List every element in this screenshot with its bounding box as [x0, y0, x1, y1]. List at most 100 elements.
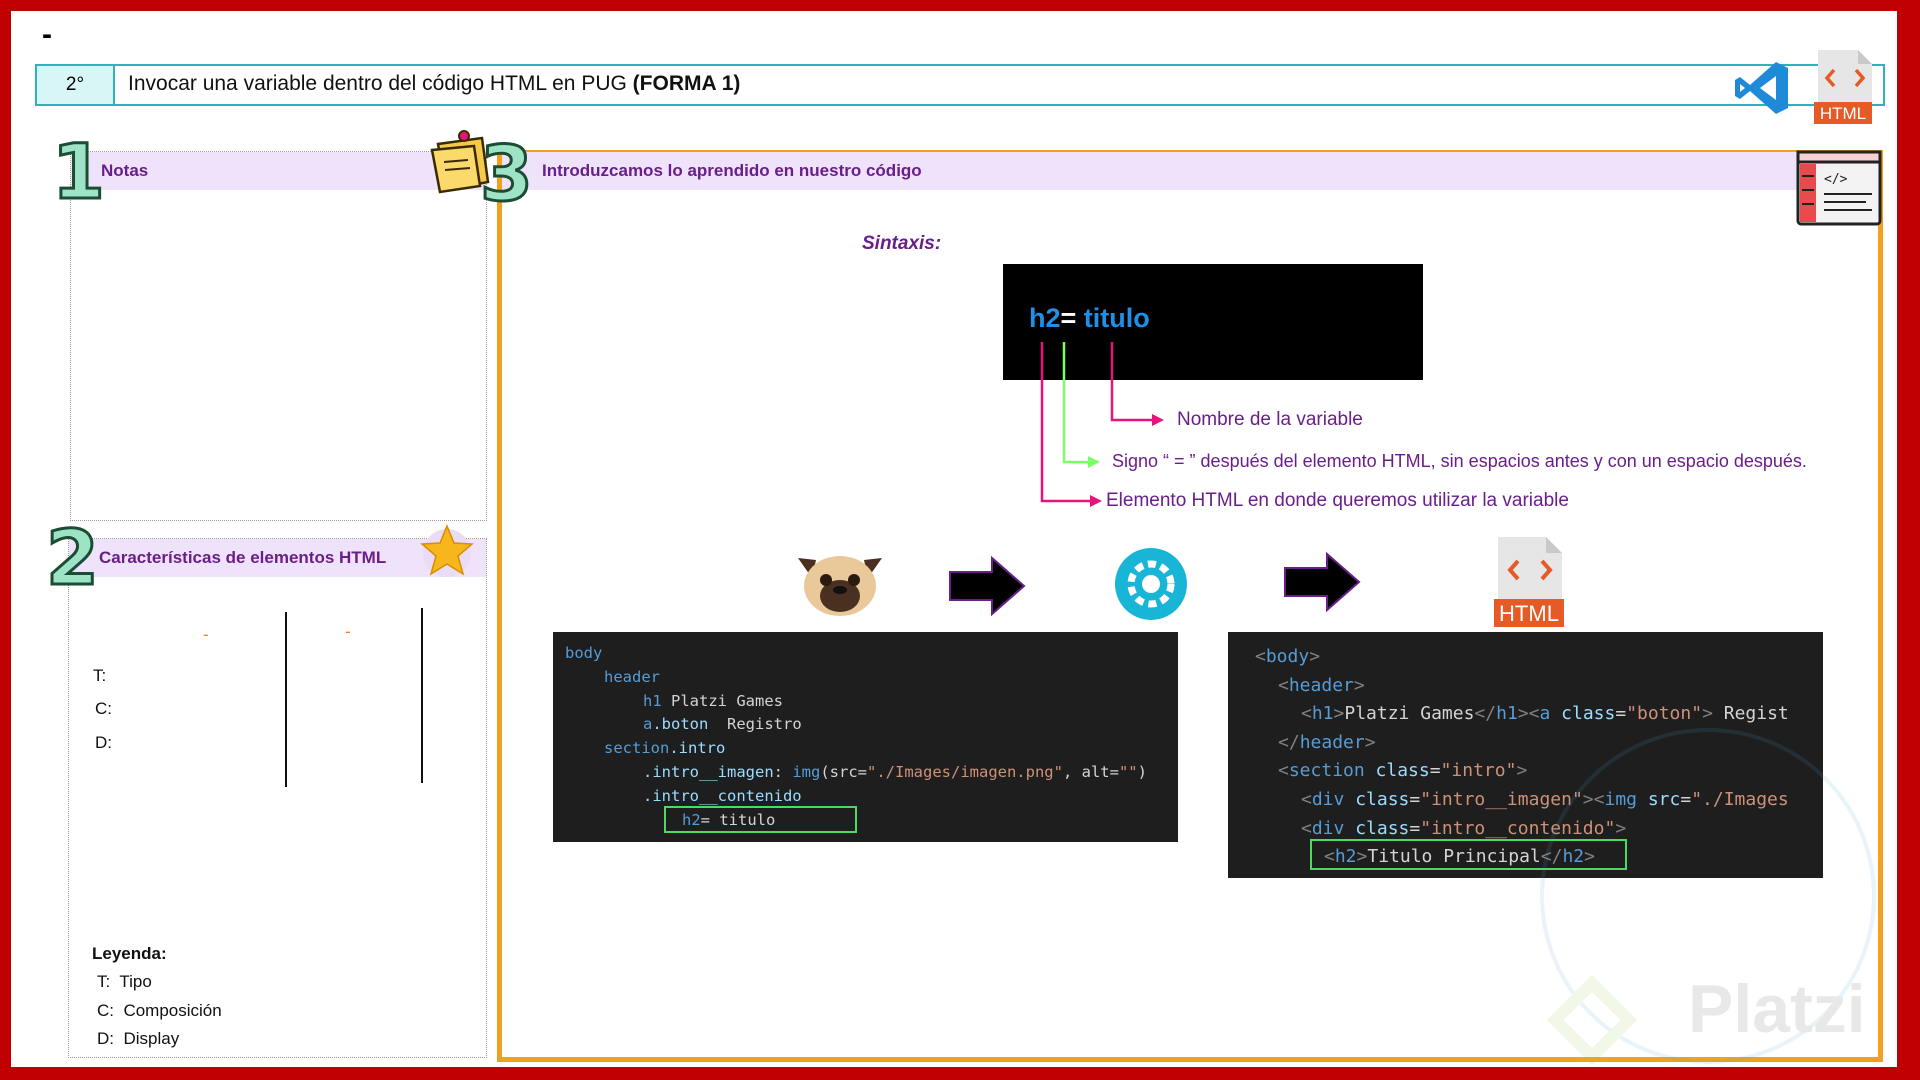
code-token: "intro__contenido"	[1420, 817, 1616, 839]
code-line: .intro__imagen: img(src="./Images/imagen…	[565, 761, 1147, 785]
notes-box	[70, 151, 487, 521]
code-token: header	[1288, 674, 1354, 696]
code-token: >	[1333, 703, 1345, 725]
code-line: .intro__contenido	[565, 785, 1147, 809]
code-token: >	[1364, 731, 1376, 753]
annotation-variable: Nombre de la variable	[1177, 409, 1363, 430]
notes-header: Notas	[71, 152, 486, 190]
col2-dash: -	[345, 622, 351, 641]
syntax-label: Sintaxis:	[862, 233, 942, 254]
code-token: section	[1288, 760, 1365, 782]
code-line: <div class="intro__contenido">	[1255, 815, 1789, 844]
legend-key: C:	[97, 1001, 114, 1020]
code-line: header	[565, 666, 1147, 690]
col1-dash: -	[203, 625, 209, 644]
code-token: .intro__imagen	[643, 762, 774, 781]
legend-item-d: D: Display	[97, 1029, 179, 1049]
code-token: .intro	[669, 739, 726, 758]
code-token: "intro__imagen"	[1420, 788, 1583, 810]
syntax-tag: h2	[1029, 303, 1061, 333]
page-title: Invocar una variable dentro del código H…	[128, 72, 740, 96]
code-token: section	[604, 739, 670, 758]
code-token: div	[1311, 788, 1345, 810]
code-token: <	[1301, 703, 1312, 725]
code-token: h1	[1311, 703, 1334, 725]
code-token: ><	[1582, 788, 1605, 810]
legend-item-t: T: Tipo	[97, 972, 152, 992]
code-token: <	[1324, 846, 1335, 868]
star-icon	[420, 524, 474, 577]
code-token: <	[1255, 646, 1266, 667]
code-token: ><	[1517, 703, 1540, 725]
code-line: <h2>Titulo Principal</h2>	[1255, 843, 1789, 872]
header-bar	[35, 64, 1885, 106]
syntax-var: titulo	[1076, 303, 1150, 333]
legend-value: Tipo	[119, 972, 152, 991]
code-token: (src=	[820, 762, 867, 781]
code-token: </	[1278, 731, 1300, 753]
html-badge-top: HTML	[1819, 104, 1867, 123]
main-section-header: Introduzcamos lo aprendido en nuestro có…	[502, 152, 1878, 190]
characteristics-title: Características de elementos HTML	[99, 548, 387, 567]
characteristics-header: Características de elementos HTML	[69, 539, 486, 577]
code-token: Regist	[1712, 703, 1789, 725]
sticky-note-icon	[430, 130, 490, 194]
code-token: >	[1516, 760, 1528, 782]
html-code-lines: <body><header><h1>Platzi Games</h1><a cl…	[1255, 643, 1789, 872]
code-token: =	[1615, 703, 1627, 725]
code-line: h1 Platzi Games	[565, 690, 1147, 714]
code-line: </header>	[1255, 729, 1789, 758]
html-file-icon	[1814, 50, 1872, 124]
code-token: <	[1278, 760, 1289, 782]
code-token: >	[1353, 674, 1365, 696]
top-dash: -	[42, 18, 52, 51]
code-line: <body>	[1255, 643, 1789, 672]
code-token: <	[1301, 817, 1312, 839]
characteristics-number: 2	[45, 513, 101, 602]
arrow-right-icon	[1284, 551, 1361, 613]
legend-value: Display	[123, 1029, 180, 1048]
legend-value: Composición	[123, 1001, 222, 1020]
syntax-box	[1003, 264, 1423, 380]
code-token: class	[1344, 788, 1410, 810]
compiler-gear-icon	[1115, 548, 1187, 620]
code-token: >	[1309, 646, 1321, 667]
code-token: h2	[1334, 846, 1357, 868]
html-file-icon	[1494, 537, 1564, 627]
code-token: .boton	[652, 715, 709, 734]
code-token: src	[1637, 788, 1681, 810]
annotation-element: Elemento HTML en donde queremos utilizar…	[1106, 490, 1569, 511]
code-token: h2	[682, 810, 701, 829]
code-token: ""	[1118, 762, 1138, 781]
code-line: <section class="intro">	[1255, 757, 1789, 786]
html-highlight-box	[1310, 839, 1627, 870]
code-token: div	[1311, 817, 1345, 839]
code-line: h2= titulo	[565, 809, 1147, 833]
col-divider-1	[285, 612, 287, 787]
code-token: >	[1356, 846, 1368, 868]
code-token: class	[1550, 703, 1616, 725]
code-token: :	[773, 762, 793, 781]
main-section-title: Introduzcamos lo aprendido en nuestro có…	[542, 161, 922, 180]
code-line: a.boton Registro	[565, 713, 1147, 737]
code-token: .intro__contenido	[643, 786, 802, 805]
code-token: =	[1409, 788, 1421, 810]
syntax-code: h2= titulo	[1029, 303, 1150, 334]
code-token: header	[604, 667, 660, 686]
code-line: <h1>Platzi Games</h1><a class="boton"> R…	[1255, 700, 1789, 729]
code-token: a	[1539, 703, 1551, 725]
row-label-d: D:	[95, 733, 112, 752]
arrow-right-icon	[949, 555, 1026, 617]
page-title-bold: (FORMA 1)	[632, 72, 741, 95]
code-token: "./Images/imagen.png"	[867, 762, 1063, 781]
code-window-icon: </>	[1796, 150, 1882, 226]
col-divider-2	[421, 608, 423, 783]
notes-title: Notas	[101, 161, 149, 180]
code-token: </	[1540, 846, 1563, 868]
code-token: )	[1137, 762, 1147, 781]
step-number: 2°	[35, 64, 115, 106]
code-token: img	[792, 762, 821, 781]
code-line: <div class="intro__imagen"><img src="./I…	[1255, 786, 1789, 815]
